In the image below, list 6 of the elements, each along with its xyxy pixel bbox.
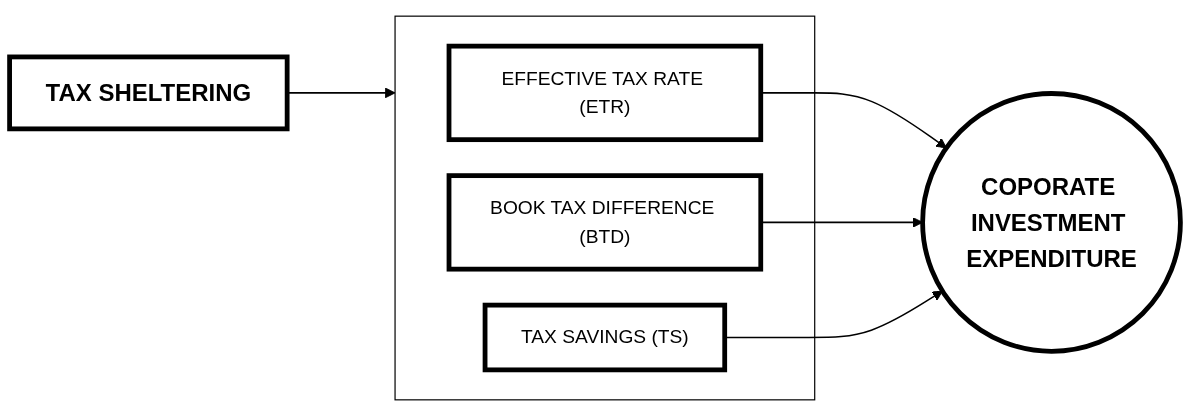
node-box: TAX SHELTERING [7, 54, 290, 132]
node-circle: COPORATE INVESTMENT EXPENDITURE [920, 91, 1183, 354]
cluster [394, 15, 816, 401]
node-box: EFFECTIVE TAX RATE (ETR) [446, 43, 764, 143]
node-box: TAX SAVINGS (TS) [482, 302, 728, 373]
node-box: BOOK TAX DIFFERENCE (BTD) [446, 173, 764, 272]
